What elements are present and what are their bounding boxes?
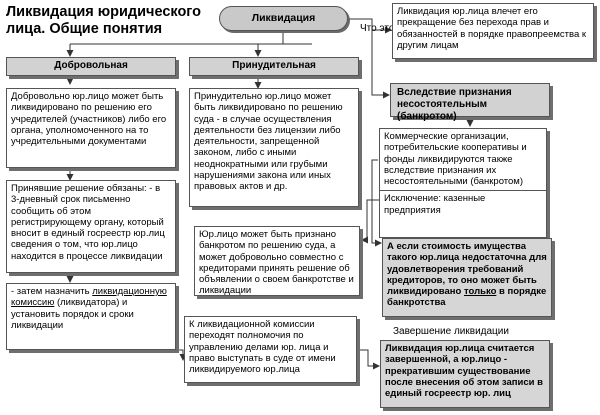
court-bankruptcy-box: Юр.лицо может быть признано банкротом по… xyxy=(194,226,360,296)
voluntary-obligations-box: Принявшие решение обязаны: - в 3-дневный… xyxy=(6,180,176,273)
forced-main-box: Принудительно юр.лицо может быть ликвиди… xyxy=(189,88,359,207)
voluntary-main-box: Добровольно юр.лицо может быть ликвидиро… xyxy=(6,88,176,168)
only-emphasis: только xyxy=(463,286,497,298)
commercial-text: Коммерческие организации, потребительски… xyxy=(384,131,527,188)
forced-header: Принудительная xyxy=(189,57,359,76)
insufficient-text-pre: А если стоимость имущества такого юр.лиц… xyxy=(387,241,547,298)
commercial-box: Коммерческие организации, потребительски… xyxy=(379,128,547,238)
definition-box: Ликвидация юр.лица влечет его прекращени… xyxy=(392,3,594,59)
bankruptcy-header: Вследствие признания несостоятельным (ба… xyxy=(390,83,550,122)
voluntary-header: Добровольная xyxy=(6,57,176,76)
exception-text: Исключение: казенные предприятия xyxy=(384,193,486,216)
what-label: Что это xyxy=(360,23,395,34)
then-text-post: (ликвидатора) и установить порядок и сро… xyxy=(11,297,134,331)
insufficient-property-box: А если стоимость имущества такого юр.лиц… xyxy=(382,238,552,317)
commission-powers-box: К ликвидационной комиссии переходят полн… xyxy=(184,316,357,383)
completion-box: Ликвидация юр.лица считается завершенной… xyxy=(380,340,550,408)
completion-label: Завершение ликвидации xyxy=(393,326,509,337)
insufficient-text-post: в порядке банкротства xyxy=(387,286,547,309)
page-title: Ликвидация юридического лица. Общие поня… xyxy=(6,4,202,37)
root-node: Ликвидация xyxy=(219,6,348,31)
then-text-pre: - затем назначить xyxy=(11,286,93,297)
voluntary-commission-box: - затем назначить ликвидационную комисси… xyxy=(6,283,176,350)
liquidation-commission-link: ликвидационную комиссию xyxy=(11,286,167,309)
